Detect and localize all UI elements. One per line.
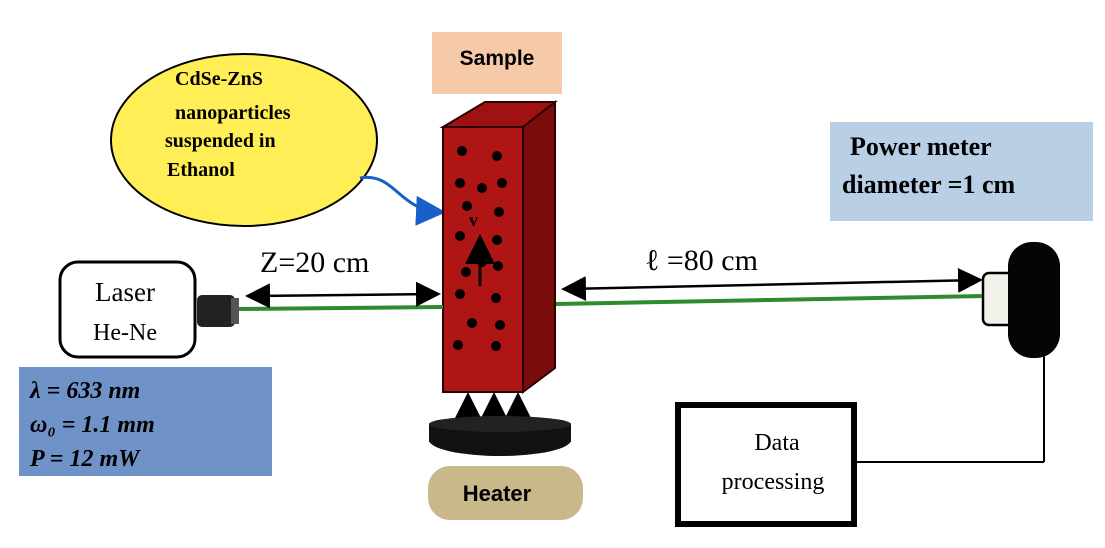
power-meter-info-box [830,122,1093,221]
l-distance-arrow [561,267,983,302]
laser-params-box [19,367,272,476]
data-processing-line-2: processing [722,469,825,495]
z-distance-label: Z=20 cm [260,246,369,279]
heater-plate-top [429,416,571,432]
nanoparticle-bubble [110,53,378,227]
z-distance-arrow [245,281,441,309]
bubble-line-4: Ethanol [167,159,235,181]
detector-body [1008,242,1060,358]
power-meter-line-1: Power meter [850,132,992,161]
velocity-label: v [469,210,478,230]
bubble-line-3: suspended in [165,130,276,152]
param-omega: ω₀ = 1.1 mm [30,412,155,438]
laser-body [58,260,197,359]
sample-label: Sample [460,47,535,70]
data-processing-line-1: Data [754,430,800,456]
bubble-line-2: nanoparticles [175,102,291,124]
laser-line-1: Laser [95,277,155,307]
heater-label-box [428,466,583,520]
param-lambda: λ = 633 nm [29,378,140,404]
laser-aperture [197,295,235,327]
data-processing-box [675,402,857,527]
bubble-line-1: CdSe-ZnS [175,68,263,90]
bubble-pointer-arrow [359,175,446,226]
sample-label-box [432,32,562,94]
laser-beam-out [555,294,986,306]
heater-label: Heater [463,481,532,506]
laser-aperture-rim [231,298,239,324]
laser-line-2: He-Ne [93,320,157,346]
laser-beam-in [238,305,444,311]
cuvette-side [522,99,556,394]
l-distance-label: ℓ =80 cm [645,244,758,277]
power-meter-line-2: diameter =1 cm [842,170,1016,199]
param-power: P = 12 mW [29,446,141,472]
